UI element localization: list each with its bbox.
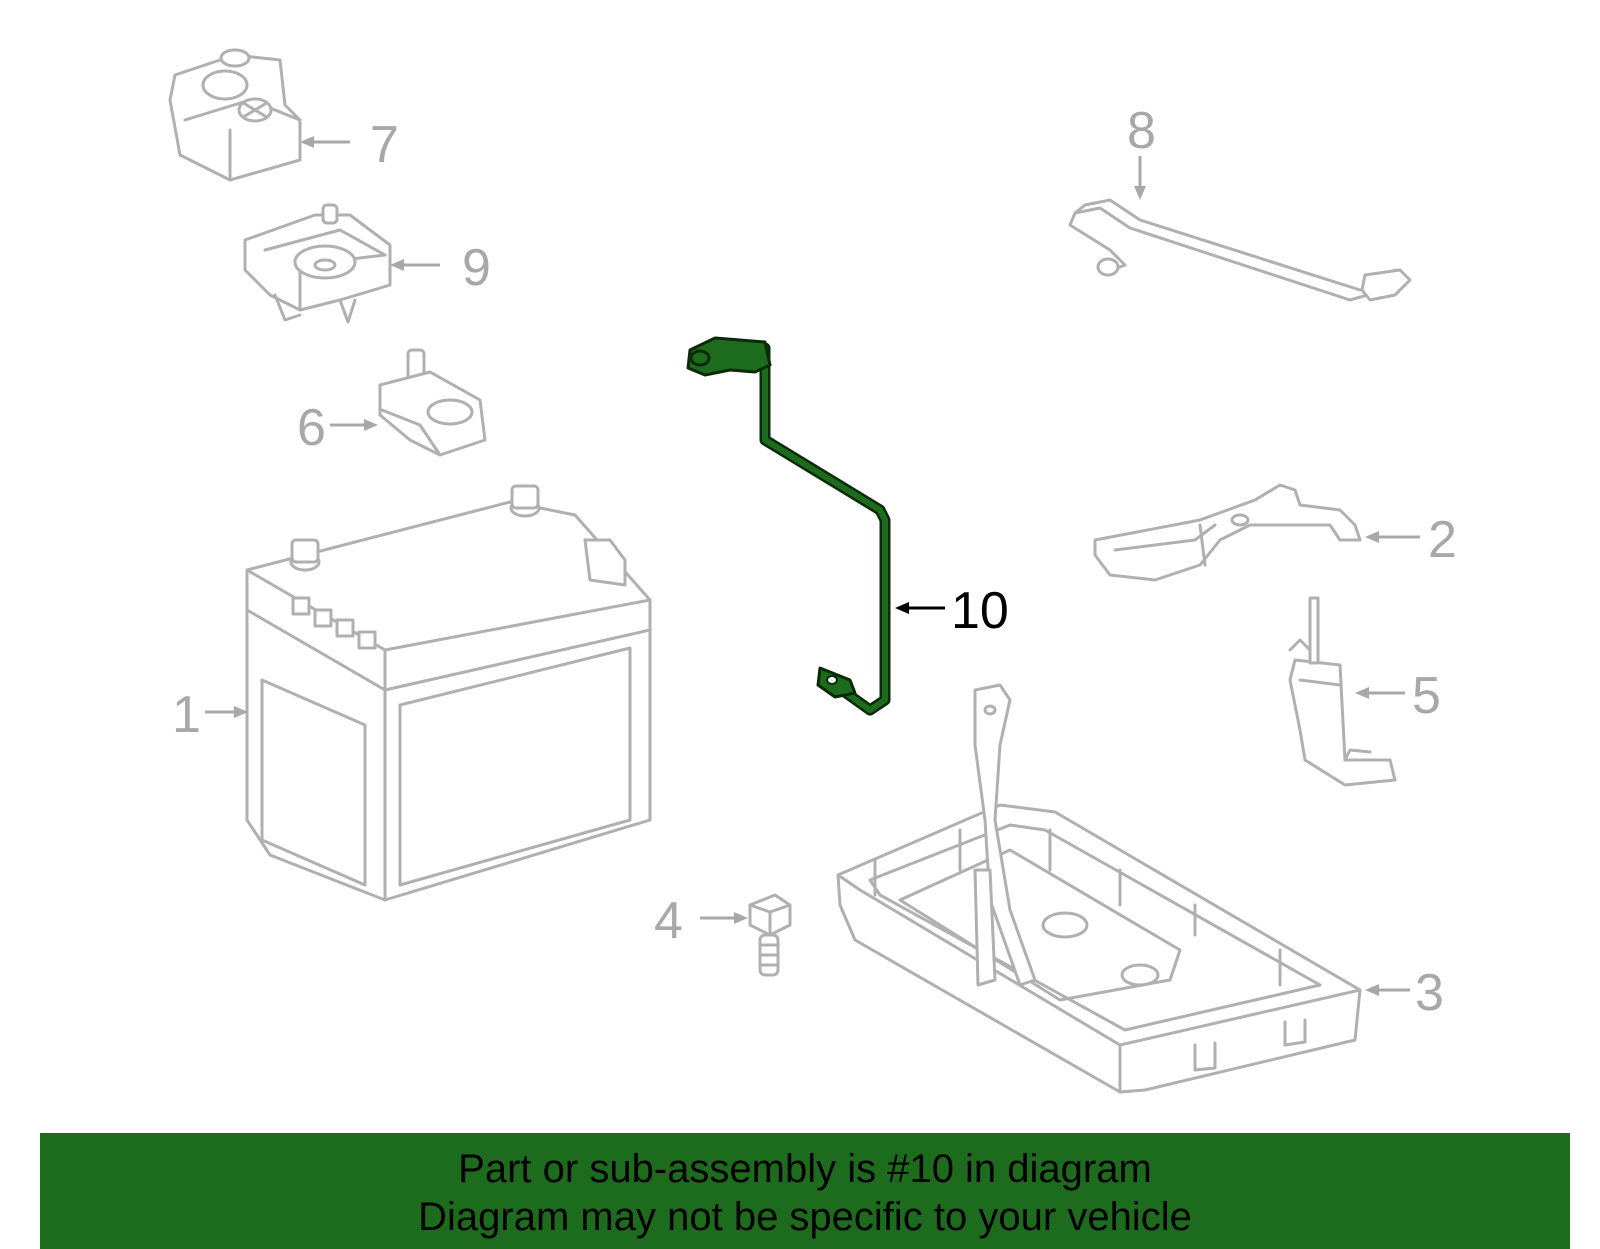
info-banner: Part or sub-assembly is #10 in diagram D…	[40, 1133, 1570, 1249]
callout-3: 3	[1415, 964, 1444, 1022]
callout-6: 6	[297, 399, 326, 457]
part-2-bracket[interactable]	[1093, 483, 1362, 582]
banner-line-2: Diagram may not be specific to your vehi…	[418, 1195, 1192, 1239]
callout-9: 9	[462, 239, 491, 297]
callout-7: 7	[370, 116, 399, 174]
banner-line-1: Part or sub-assembly is #10 in diagram	[458, 1147, 1152, 1191]
part-8-hold-down-rod[interactable]	[1068, 198, 1412, 302]
part-4-bolt[interactable]	[748, 893, 792, 977]
part-5-clamp-bracket[interactable]	[1288, 596, 1397, 787]
callout-arrows	[205, 136, 1420, 996]
part-10-battery-cable[interactable]	[686, 336, 891, 716]
callout-1: 1	[172, 686, 201, 744]
callout-4: 4	[654, 892, 683, 950]
part-1-battery[interactable]	[245, 484, 652, 902]
part-9-terminal-clamp[interactable]	[243, 203, 392, 324]
callout-5: 5	[1412, 667, 1441, 725]
callout-2: 2	[1428, 511, 1457, 569]
callout-labels: 7 9 6 1 8 2 5 4 3 10	[172, 102, 1457, 1022]
callout-10: 10	[951, 582, 1009, 640]
part-6-terminal[interactable]	[378, 348, 487, 457]
callout-8: 8	[1127, 102, 1156, 160]
part-3-battery-tray[interactable]	[836, 683, 1362, 1094]
part-7-terminal-cover[interactable]	[168, 48, 302, 182]
